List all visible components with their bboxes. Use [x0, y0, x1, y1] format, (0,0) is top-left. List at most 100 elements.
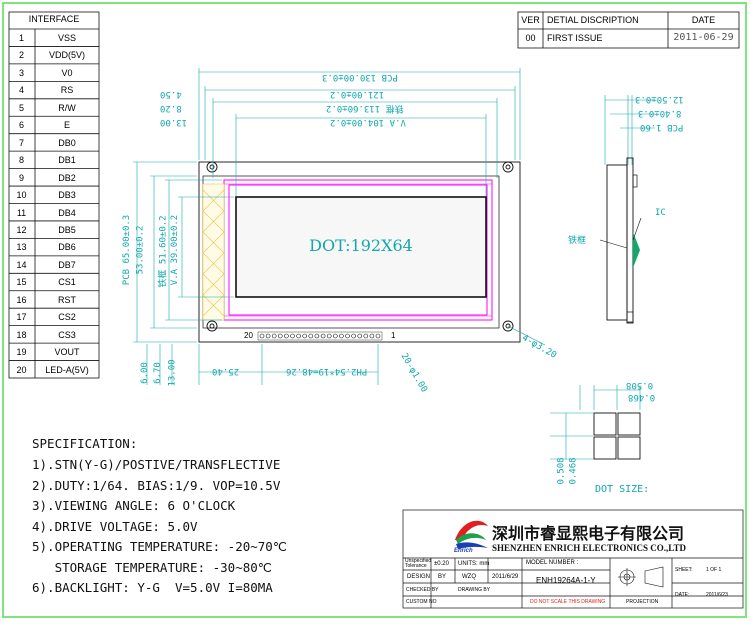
- side-frame-label: 铁框: [568, 236, 587, 246]
- pin-number: 16: [16, 294, 27, 305]
- dim-va-width: V.A 104.00±0.2: [330, 117, 406, 127]
- dim-pin1-offset: 25.40: [212, 366, 240, 376]
- interface-pin-row: 10 DB3: [9, 186, 99, 204]
- pin-number: 2: [18, 50, 24, 61]
- design-date: 2011/6/29: [492, 574, 519, 580]
- pin-signal: DB3: [58, 190, 76, 201]
- projection-symbol: [618, 566, 664, 588]
- interface-row-lines: [9, 28, 99, 361]
- dim-frame-height: 53.00±0.2: [135, 225, 146, 275]
- connector-pin: [271, 333, 277, 339]
- pin-signal: R/W: [58, 102, 76, 113]
- pin-last-label: 1: [391, 331, 396, 340]
- sheet-value: 1 OF 1: [706, 567, 722, 573]
- company-name-cn: 深圳市睿显熙电子有限公司: [492, 524, 685, 543]
- rev-header-date: DATE: [691, 15, 716, 25]
- connector-pin: [302, 333, 308, 339]
- interface-title: INTERFACE: [28, 14, 80, 24]
- design-by-label: BY: [438, 574, 447, 580]
- dim-va-height: V.A 39.00±0.2: [170, 214, 181, 286]
- rev-date: 2011-06-29: [673, 32, 734, 43]
- pin-number: 11: [16, 207, 27, 218]
- dim-metal-frame-width: 铁框 113.60±0.2: [326, 103, 404, 113]
- interface-pin-row: 18 CS3: [9, 326, 99, 344]
- dim-bottom-2: 6.70: [152, 362, 163, 384]
- dim-bottom-1: 6.00: [139, 362, 150, 384]
- checked-by-label: CHECKED BY: [406, 587, 439, 593]
- connector-pin: [259, 333, 265, 339]
- connector-pin: [375, 333, 381, 339]
- pin-number: 8: [18, 155, 24, 166]
- sheet-label: SHEET:: [675, 567, 693, 573]
- pin-signal: V0: [61, 67, 73, 78]
- pin-signal: DB6: [58, 242, 76, 253]
- pin-number: 15: [16, 277, 27, 288]
- pin-signal: VSS: [57, 33, 76, 43]
- rev-ver: 00: [525, 33, 536, 43]
- dot-dim-size-v: 0.468: [568, 457, 579, 485]
- design-by-value: WZQ: [462, 574, 476, 580]
- pin-signal: CS2: [58, 312, 76, 323]
- connector-pin: [308, 333, 314, 339]
- connector-pin: [326, 333, 332, 339]
- interface-pin-row: 3 V0: [9, 64, 99, 82]
- connector-pin: [332, 333, 338, 339]
- spec-line: 1).STN(Y-G)/POSTIVE/TRANSFLECTIVE: [32, 457, 281, 472]
- title-block-grid: [402, 509, 744, 609]
- pin-number: 3: [18, 67, 24, 78]
- pin-number: 9: [18, 172, 24, 183]
- dim-frame-outer-width: 121.00±0.2: [330, 89, 385, 99]
- pin-number: 10: [16, 190, 27, 201]
- design-label: DESIGN: [407, 574, 431, 580]
- connector-pin: [345, 333, 350, 339]
- pin-signal: E: [63, 120, 70, 131]
- pin-number: 18: [16, 329, 27, 340]
- dim-metal-frame-height: 铁框 51.60±0.2: [158, 215, 169, 288]
- date-label: DATE:: [675, 592, 690, 598]
- pin-number: 12: [16, 224, 27, 235]
- dot-size-label: DOT SIZE:: [595, 484, 650, 495]
- unspecified-tolerance-label: Unspecified Tolerance: [405, 558, 432, 569]
- logo-text: Enrich: [454, 548, 473, 554]
- projection-label: PROJECTION: [626, 599, 659, 605]
- pin-signal: DB2: [58, 172, 76, 183]
- dim-pcb-width: PCB 130.00±0.3: [322, 72, 398, 82]
- pin-number: 6: [18, 120, 24, 131]
- pin-signal: VOUT: [54, 347, 80, 358]
- model-number-label: MODEL NUMBER :: [526, 560, 579, 566]
- dimension-lines: [133, 68, 655, 460]
- connector-pin: [369, 333, 375, 339]
- pin-number: 1: [18, 33, 24, 43]
- spec-line: 3).VIEWING ANGLE: 6 O'CLOCK: [32, 498, 236, 513]
- connector-pin: [320, 333, 326, 339]
- pin-number: 17: [16, 312, 27, 323]
- connector-pin: [277, 333, 283, 339]
- pin-signal: LED-A(5V): [45, 364, 89, 375]
- model-number-value: ENH19264A-1-Y: [536, 576, 596, 585]
- side-ic-label: IC: [655, 208, 666, 218]
- bezel-inner: [228, 184, 488, 316]
- pin-number: 7: [18, 137, 24, 148]
- interface-pin-row: 1 VSS: [9, 29, 99, 47]
- rev-header-ver: VER: [521, 15, 540, 25]
- pin-signal: DB4: [58, 207, 76, 218]
- company-name-en: SHENZHEN ENRICH ELECTRONICS CO.,LTD: [492, 543, 686, 553]
- date-value: 2011/6/23: [706, 592, 728, 598]
- pin-number: 4: [18, 85, 24, 96]
- connector-pin: [314, 333, 320, 339]
- pin-signal: CS3: [58, 329, 76, 340]
- display-label: DOT:192X64: [309, 236, 413, 255]
- connector-pin: [290, 333, 295, 339]
- spec-line: 4).DRIVE VOLTAGE: 5.0V: [32, 518, 198, 534]
- dim-top-offset-1: 4.50: [160, 89, 182, 99]
- dim-pcb-height: PCB 65.00±0.3: [122, 214, 133, 286]
